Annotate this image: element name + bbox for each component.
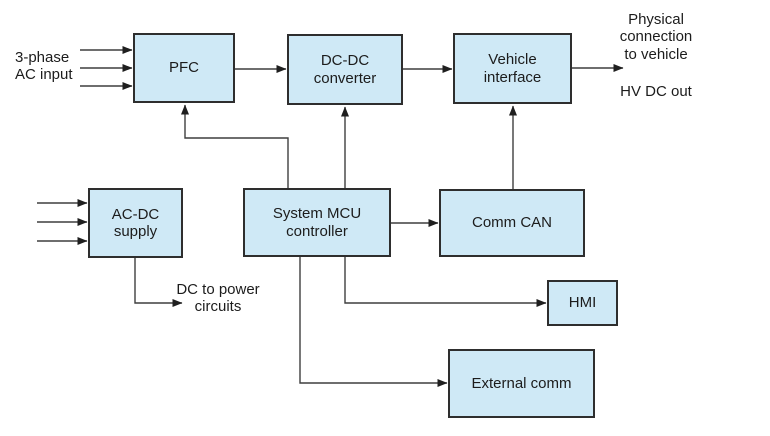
dcdc-converter-block: DC-DC converter xyxy=(287,34,403,105)
system-mcu-controller-block: System MCU controller xyxy=(243,188,391,257)
wire-mcu-to-pfc xyxy=(181,104,289,188)
comm-can-block: Comm CAN xyxy=(439,189,585,257)
dc-to-power-label: DC to power circuits xyxy=(176,281,260,316)
vehicle-interface-block: Vehicle interface xyxy=(453,33,572,104)
wire-mcu-to-hmi xyxy=(344,257,547,307)
physical-connection-label: Physical connection to vehicle xyxy=(619,11,693,63)
external-comm-block: External comm xyxy=(448,349,595,418)
hv-dc-out-label: HV DC out xyxy=(620,83,692,100)
wire-acdc-to-dc-power xyxy=(134,257,183,307)
ac-input-label: 3-phase AC input xyxy=(15,49,73,84)
hmi-block: HMI xyxy=(547,280,618,326)
wire-mcu-to-external-comm xyxy=(299,257,448,387)
acdc-supply-block: AC-DC supply xyxy=(88,188,183,258)
pfc-block: PFC xyxy=(133,33,235,103)
